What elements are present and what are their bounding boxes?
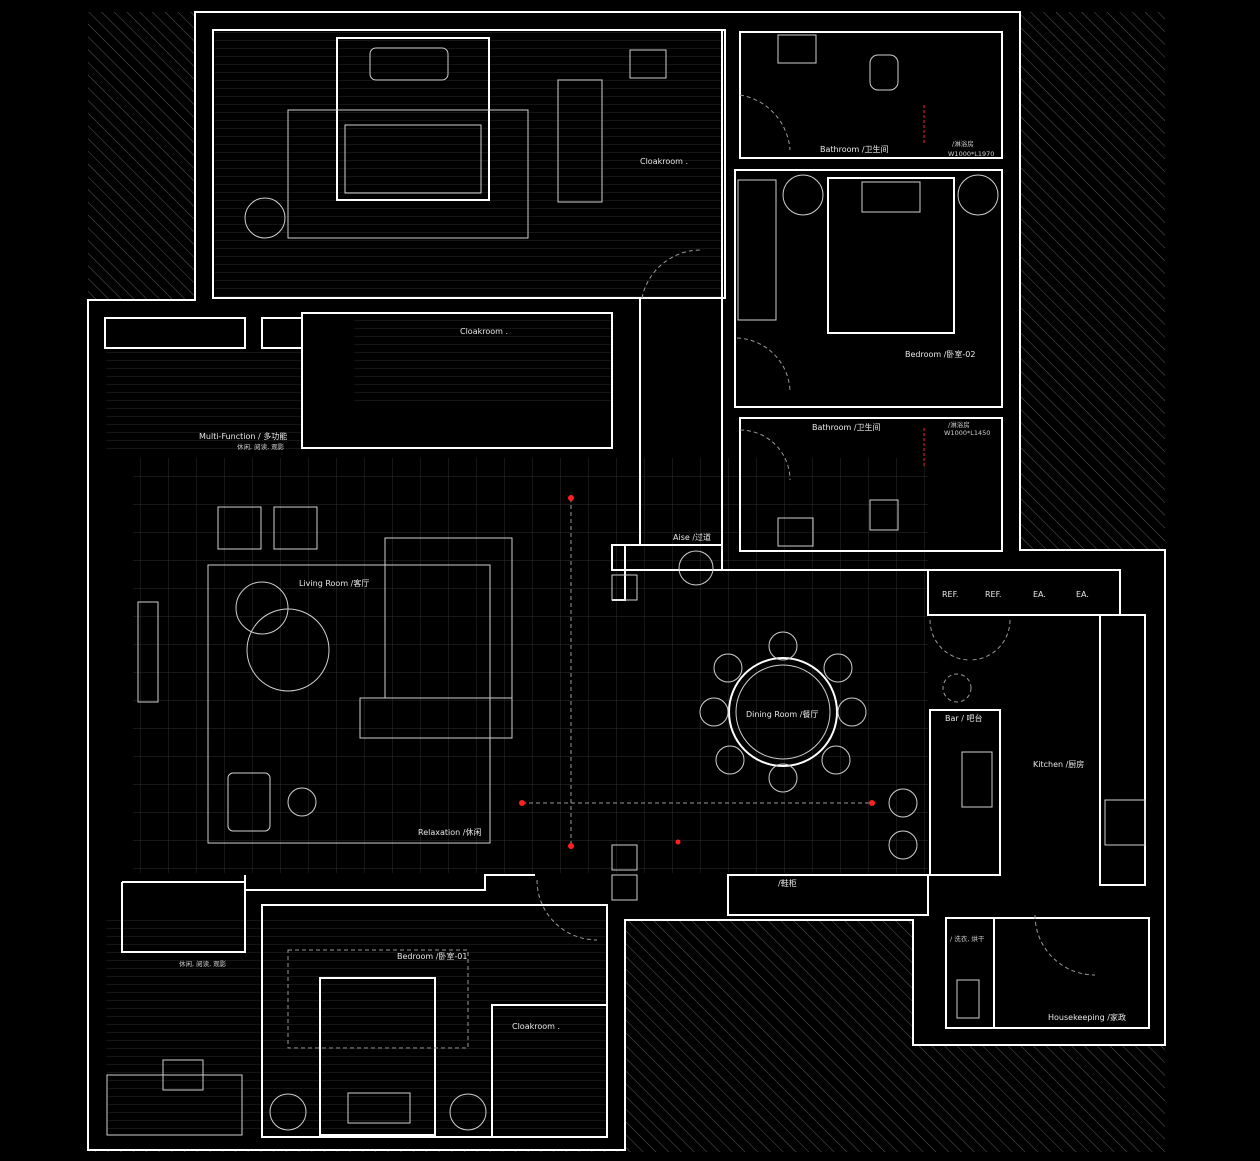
label-bathroom-top: Bathroom /卫生间: [820, 144, 889, 154]
master-bed: [336, 37, 490, 201]
walls: [104, 29, 1150, 1138]
label-shower-top: /淋浴房: [952, 139, 974, 148]
label-bedroom-01: Bedroom /卧室-01: [397, 951, 468, 961]
label-cloakroom-01: Cloakroom .: [512, 1022, 560, 1031]
label-bathroom-mid: Bathroom /卫生间: [812, 422, 881, 432]
label-shower-mid-size: W1000*L1450: [944, 429, 990, 437]
dining-table: [728, 657, 838, 767]
label-bar: Bar / 吧台: [945, 713, 982, 723]
label-aisle: Aise /过道: [673, 532, 711, 542]
label-kitchen: Kitchen /厨房: [1033, 759, 1084, 769]
reference-lines: [519, 105, 925, 849]
furniture: [137, 34, 1146, 1136]
wood-floor-bedroom01: [107, 920, 607, 1135]
label-relaxation: Relaxation /休闲: [418, 827, 481, 837]
label-cloakroom-master: Cloakroom .: [640, 157, 688, 166]
label-ea-2: EA.: [1076, 590, 1089, 599]
room-labels: Bathroom /卫生间 /淋浴房 W1000*L1970 Cloakroom…: [179, 139, 1126, 1031]
label-living-room: Living Room /客厅: [299, 578, 369, 588]
label-shower-top-size: W1000*L1970: [948, 150, 994, 158]
label-shoe-cabinet: /鞋柜: [778, 878, 797, 888]
bed-02: [827, 177, 955, 334]
label-ref-1: REF.: [942, 590, 958, 599]
label-multi-function-sub: 休闲, 阅读, 观影: [237, 442, 285, 451]
label-dining-room: Dining Room /餐厅: [746, 710, 818, 719]
bed-01: [319, 977, 436, 1136]
label-laundry: / 洗衣, 烘干: [950, 934, 985, 943]
label-bedroom-01-sub: 休闲, 阅读, 观影: [179, 959, 227, 968]
doors: [536, 94, 1096, 976]
label-shower-mid: /淋浴房: [948, 420, 970, 429]
wood-floor-master: [215, 32, 723, 297]
label-multi-function: Multi-Function / 多功能: [199, 431, 287, 441]
label-ref-2: REF.: [985, 590, 1001, 599]
label-bedroom-02: Bedroom /卧室-02: [905, 349, 976, 359]
wood-floor-multi: [107, 350, 302, 455]
living-rug: [207, 564, 491, 844]
wood-floor-cloak: [355, 313, 612, 408]
label-housekeeping: Housekeeping /家政: [1048, 1012, 1126, 1022]
floor-grid: [133, 458, 928, 873]
label-ea-1: EA.: [1033, 590, 1046, 599]
label-cloakroom-mid: Cloakroom .: [460, 327, 508, 336]
